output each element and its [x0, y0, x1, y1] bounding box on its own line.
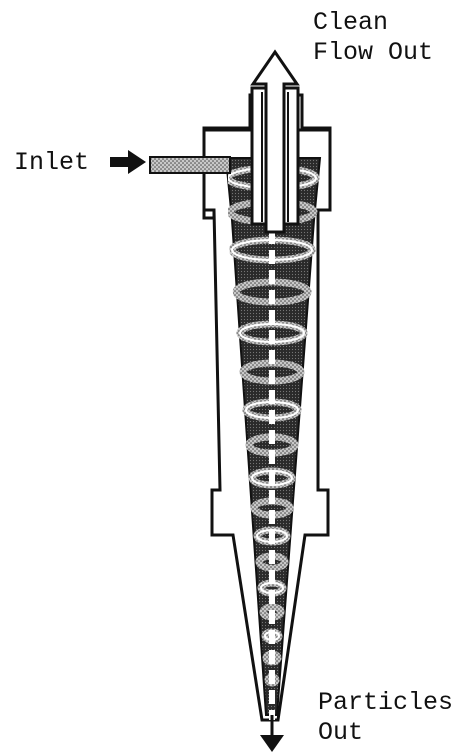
right-arrow-icon	[110, 150, 146, 174]
particles-out-label: Particles Out	[318, 688, 453, 748]
particles-out-line1: Particles	[318, 688, 453, 718]
clean-flow-out-label: Clean Flow Out	[313, 8, 433, 68]
inlet-label: Inlet	[14, 148, 89, 178]
particles-out-line2: Out	[318, 718, 453, 748]
clean-flow-out-line1: Clean	[313, 8, 433, 38]
inlet-pipe	[150, 157, 230, 173]
clean-flow-out-line2: Flow Out	[313, 38, 433, 68]
